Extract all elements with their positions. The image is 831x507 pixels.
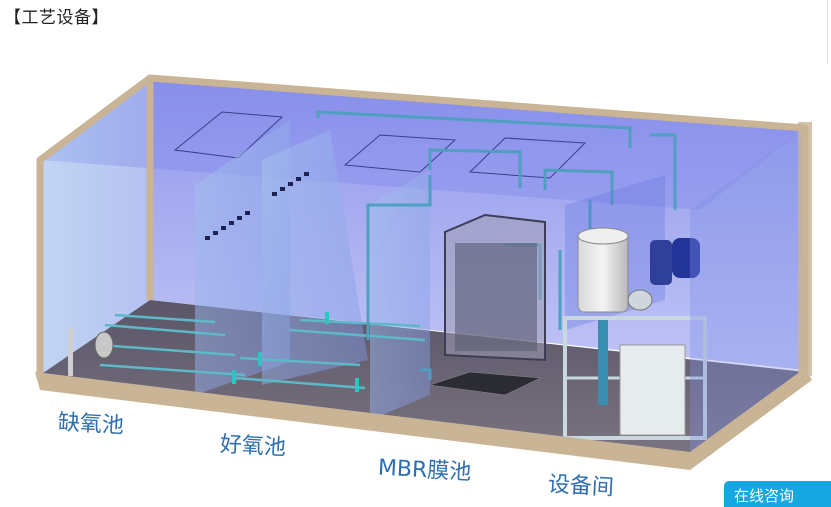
chemical-tank-top <box>577 227 629 245</box>
blower-1 <box>650 240 672 285</box>
aerator-holes <box>205 172 309 240</box>
blower-motor <box>627 289 653 311</box>
mbr-grate <box>429 371 541 396</box>
equipment-pipe <box>598 320 608 405</box>
label-equipment-room: 设备间 <box>547 472 615 501</box>
right-side-glass <box>690 128 805 455</box>
mbr-module-core <box>455 243 537 351</box>
blower-2 <box>672 238 700 278</box>
tank-lid-1 <box>173 111 284 159</box>
label-aerobic-tank: 好氧池 <box>219 432 287 461</box>
online-consult-button[interactable]: 在线咨询 <box>724 481 831 507</box>
frame-bottom-rail <box>35 368 812 470</box>
left-side-glass <box>40 78 150 375</box>
roof-glass <box>40 78 805 210</box>
tank-lid-3 <box>468 137 587 179</box>
control-cabinet <box>619 344 686 436</box>
process-pipes <box>316 110 677 380</box>
label-mbr-tank: MBR膜池 <box>377 455 472 486</box>
partition-mbr <box>370 170 430 420</box>
section-heading: 【工艺设备】 <box>4 8 109 28</box>
label-anoxic-tank: 缺氧池 <box>57 410 125 439</box>
inlet-stand <box>68 328 73 376</box>
page-edge-divider <box>827 0 828 64</box>
frame-corner-post <box>798 122 812 376</box>
inlet-flange <box>94 331 114 359</box>
pipe-risers <box>232 312 359 392</box>
aeration-pipes <box>99 313 426 390</box>
tank-lid-2 <box>343 134 457 173</box>
